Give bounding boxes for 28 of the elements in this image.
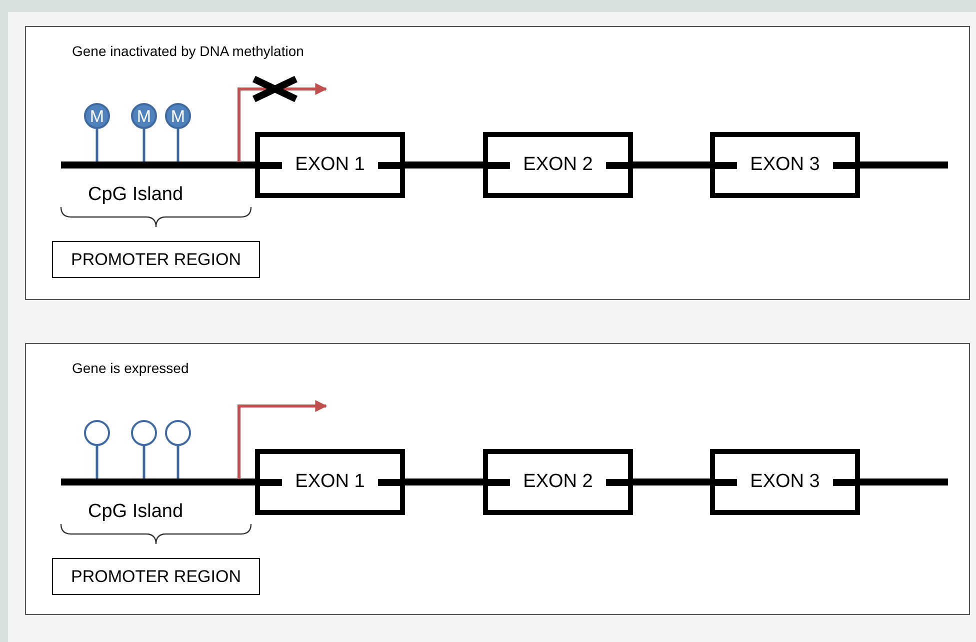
exon-box: EXON 1 xyxy=(255,132,405,198)
panel xyxy=(25,26,970,300)
promoter-box: PROMOTER REGION xyxy=(52,241,260,278)
panel-title: Gene is expressed xyxy=(72,359,189,378)
dna-strand xyxy=(860,478,948,486)
dna-strand xyxy=(405,478,483,486)
lollipop-stem xyxy=(176,129,180,162)
lollipop-stem xyxy=(96,446,98,478)
lollipop-stem xyxy=(96,129,98,162)
exon-box: EXON 1 xyxy=(255,449,405,515)
cpg-island-label: CpG Island xyxy=(88,183,184,207)
dna-strand xyxy=(405,162,483,168)
lollipop-stem xyxy=(142,129,146,162)
dna-strand xyxy=(633,478,710,486)
dna-strand xyxy=(860,162,948,168)
exon-box: EXON 3 xyxy=(710,449,860,515)
exon-box: EXON 3 xyxy=(710,132,860,198)
cpg-island-label: CpG Island xyxy=(88,500,184,524)
promoter-box: PROMOTER REGION xyxy=(52,558,260,595)
exon-box: EXON 2 xyxy=(483,132,633,198)
dna-strand xyxy=(61,162,255,168)
exon-box: EXON 2 xyxy=(483,449,633,515)
dna-strand xyxy=(61,478,255,486)
lollipop-stem xyxy=(176,446,180,478)
lollipop-stem xyxy=(142,446,146,478)
dna-strand xyxy=(633,162,710,168)
panel-title: Gene inactivated by DNA methylation xyxy=(72,42,304,61)
panel xyxy=(25,343,970,615)
